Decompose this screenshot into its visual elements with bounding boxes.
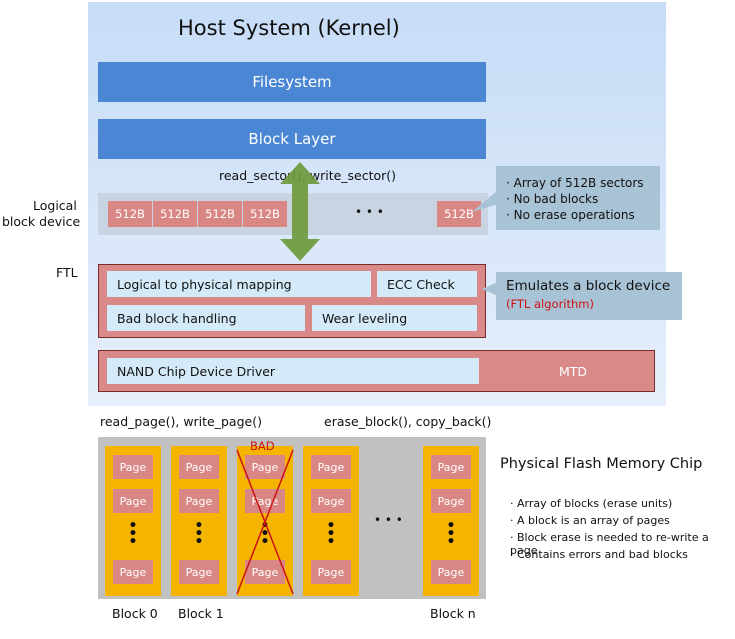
filesystem-layer: Filesystem [98, 62, 486, 102]
ftl-wear-leveling: Wear leveling [312, 305, 477, 331]
block-label: Block 1 [178, 606, 224, 621]
sector-512b: 512B [198, 201, 242, 227]
page-vdots: • • • [128, 518, 138, 550]
block-ellipsis: • • • [374, 513, 403, 527]
page: Page [113, 455, 153, 479]
sector-512b: 512B [153, 201, 197, 227]
sector-512b: 512B [108, 201, 152, 227]
sector-512b: 512B [243, 201, 287, 227]
logical-note [496, 166, 660, 230]
logical-note-item: · No erase operations [506, 208, 635, 222]
sector-ellipsis: • • • [355, 205, 384, 219]
chip-bullet: · A block is an array of pages [510, 514, 670, 527]
page-calls-label: read_page(), write_page() [100, 414, 262, 429]
logical-label-line1: Logical [33, 198, 77, 213]
page-vdots: • • • [326, 518, 336, 550]
block-calls-label: erase_block(), copy_back() [324, 414, 492, 429]
logical-label-line2: block device [2, 214, 81, 229]
chip-title: Physical Flash Memory Chip [500, 456, 703, 472]
bad-label: BAD [250, 439, 275, 453]
logical-note-pointer [472, 190, 498, 212]
chip-bullet: · Block erase is needed to re-write a pa… [510, 531, 709, 557]
page-vdots: • • • [194, 518, 204, 550]
logical-note-item: · Array of 512B sectors [506, 176, 644, 190]
host-title: Host System (Kernel) [178, 16, 400, 40]
mtd-label: MTD [559, 364, 588, 379]
ftl-label: FTL [56, 265, 78, 280]
page: Page [245, 455, 285, 479]
bad-block-cross-icon [236, 449, 294, 595]
ftl-note-title: Emulates a block device [506, 278, 671, 294]
page: Page [431, 489, 471, 513]
block-layer: Block Layer [98, 119, 486, 159]
ftl-mapping: Logical to physical mapping [107, 271, 371, 297]
page: Page [311, 489, 351, 513]
ftl-bad-block: Bad block handling [107, 305, 305, 331]
ftl-note-subtitle: (FTL algorithm) [506, 297, 594, 311]
page: Page [179, 489, 219, 513]
nand-driver: NAND Chip Device Driver [107, 358, 479, 384]
page: Page [311, 560, 351, 584]
page: Page [179, 455, 219, 479]
ftl-note [496, 272, 682, 320]
ftl-note-pointer [482, 282, 498, 296]
block-label: Block 0 [112, 606, 158, 621]
page: Page [113, 560, 153, 584]
sector-512b: 512B [437, 201, 481, 227]
ftl-ecc: ECC Check [377, 271, 477, 297]
page: Page [113, 489, 153, 513]
block-label: Block n [430, 606, 476, 621]
page-vdots: • • • [446, 518, 456, 550]
page: Page [245, 560, 285, 584]
logical-note-item: · No bad blocks [506, 192, 599, 206]
chip-bullet: · Contains errors and bad blocks [510, 548, 688, 561]
page: Page [311, 455, 351, 479]
page: Page [431, 455, 471, 479]
double-arrow-icon [280, 162, 320, 261]
page: Page [179, 560, 219, 584]
page: Page [431, 560, 471, 584]
chip-bullet: · Array of blocks (erase units) [510, 497, 673, 510]
page-vdots: • • • [260, 518, 270, 550]
